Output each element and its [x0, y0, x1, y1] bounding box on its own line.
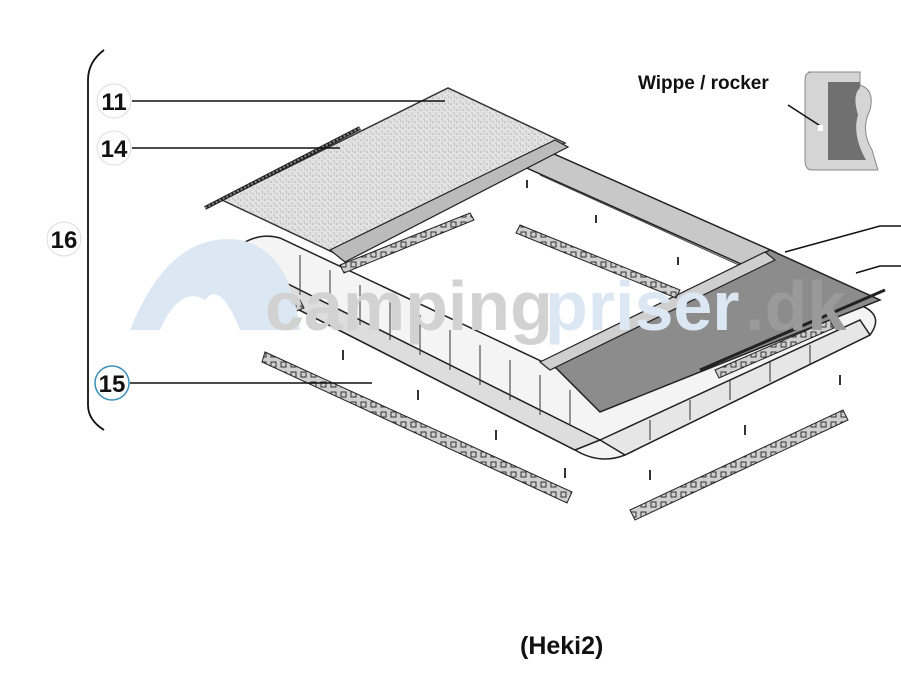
blind-panel: [538, 249, 882, 413]
rocker-inset: [787, 71, 879, 171]
svg-text:11: 11: [101, 89, 126, 116]
sealing-strips-15: [254, 212, 849, 521]
callout-16: 16: [46, 221, 82, 257]
svg-text:14: 14: [101, 136, 128, 163]
callout-11: 11: [96, 83, 132, 119]
svg-text:15: 15: [99, 371, 126, 398]
callout-15: 15: [94, 365, 130, 401]
watermark-text-end: .dk: [745, 267, 846, 345]
rocker-label: Wippe / rocker: [638, 73, 769, 94]
screws: [342, 180, 841, 480]
diagram-caption: (Heki2): [520, 632, 604, 660]
watermark-text-accent: priser: [545, 267, 740, 345]
spring-rod-14: [204, 126, 886, 372]
callout-14: 14: [96, 130, 132, 166]
cover-panel-11: [220, 87, 570, 263]
watermark-logo: camping priser .dk: [130, 239, 846, 345]
watermark-text-main: camping: [265, 267, 553, 345]
leader-lines: [87, 49, 901, 431]
svg-text:16: 16: [51, 227, 78, 254]
